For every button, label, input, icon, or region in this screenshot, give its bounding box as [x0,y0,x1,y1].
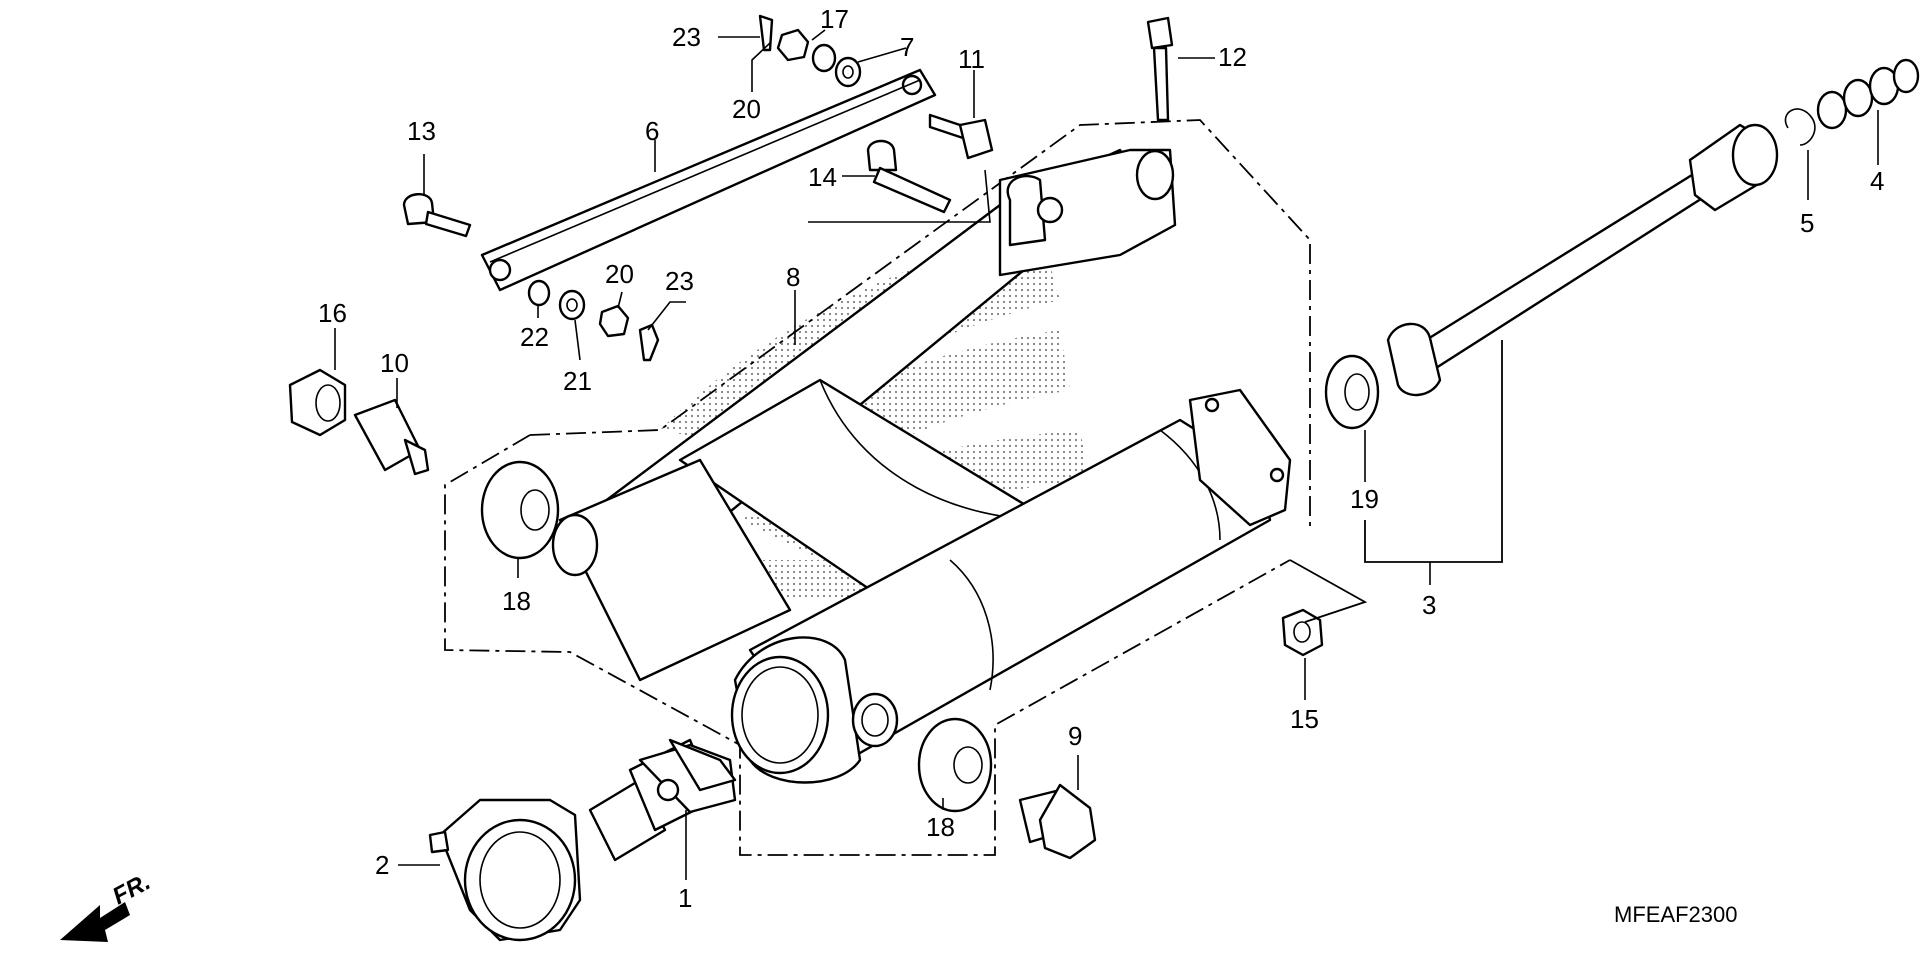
leader-lines [334,29,1879,880]
callout-13: 13 [407,116,436,146]
callout-18-left: 18 [502,586,531,616]
swingarm [551,148,1292,784]
callout-23-mid: 23 [665,266,694,296]
callout-9: 9 [1068,721,1082,751]
part-3-drive-shaft [1324,58,1920,430]
callout-10: 10 [380,348,409,378]
diagram-code: MFEAF2300 [1614,902,1738,927]
callout-7: 7 [900,32,914,62]
callout-12: 12 [1218,42,1247,72]
bearings-18 [480,460,993,813]
callout-6: 6 [645,116,659,146]
hardware-top [402,14,1174,362]
callout-15: 15 [1290,704,1319,734]
part-15-nut [1281,608,1324,657]
part-1-universal-joint [588,738,737,862]
callout-2: 2 [375,850,389,880]
callout-20-mid: 20 [605,259,634,289]
callout-23-top: 23 [672,22,701,52]
callout-numbers: 23 17 7 20 11 12 13 6 14 8 16 10 20 23 2… [318,4,1884,927]
callout-3: 3 [1422,590,1436,620]
callout-1: 1 [678,883,692,913]
part-9-plug [1018,783,1097,860]
callout-16: 16 [318,298,347,328]
callout-14: 14 [808,162,837,192]
callout-19: 19 [1350,484,1379,514]
pivot-adjuster-parts [288,368,430,476]
callout-4: 4 [1870,166,1884,196]
part-6-stay [480,68,937,292]
callout-5: 5 [1800,208,1814,238]
direction-label: FR. [108,868,155,910]
front-direction-arrow: FR. [60,868,155,942]
callout-20-top: 20 [732,94,761,124]
callout-21: 21 [563,366,592,396]
part-2-boot [428,798,582,942]
callout-18-right: 18 [926,812,955,842]
callout-11: 11 [958,44,985,74]
callout-22: 22 [520,322,549,352]
callout-8: 8 [786,262,800,292]
callout-17: 17 [820,4,849,34]
